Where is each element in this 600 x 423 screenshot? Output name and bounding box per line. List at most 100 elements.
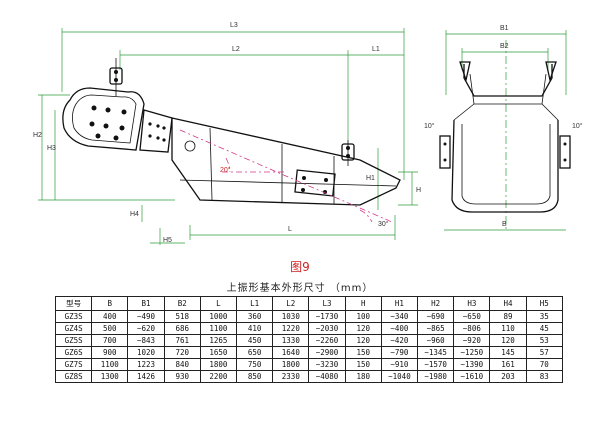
table-cell: ~1980 [417,370,455,383]
table-cell: 53 [525,334,564,347]
table-cell: 686 [163,322,201,335]
column-header: H1 [380,296,419,311]
table-cell: 1800 [272,358,310,371]
table-cell: 720 [163,346,201,359]
column-header: L2 [272,296,310,311]
label-angle-30: 30° [378,220,389,228]
label-angle-20: 20° [220,166,231,174]
table-cell: 70 [525,358,564,371]
column-header: 型号 [54,296,93,311]
column-header: L3 [308,296,346,311]
label-H4: H4 [130,211,139,218]
table-cell: 450 [236,334,274,347]
table-cell: GZ8S [54,370,93,383]
table-cell: 650 [236,346,274,359]
table-cell: ~420 [380,334,419,347]
table-cell: ~910 [380,358,419,371]
table-cell: 1223 [127,358,165,371]
column-header: H4 [489,296,527,311]
feeder-drawing: L3 L2 L1 H2 H3 H4 H5 L H1 H 20° 30° [33,22,583,245]
table-cell: 203 [489,370,527,383]
table-cell: 1265 [199,334,238,347]
table-cell: ~1250 [453,346,491,359]
table-cell: GZ5S [54,334,93,347]
figure-caption: 图9 [290,260,310,274]
table-cell: 500 [91,322,129,335]
table-cell: ~690 [417,310,455,323]
table-cell: 110 [489,322,527,335]
table-cell: 930 [163,370,201,383]
table-cell: 1800 [199,358,238,371]
table-cell: ~806 [453,322,491,335]
table-cell: 150 [344,346,382,359]
table-cell: ~620 [127,322,165,335]
table-cell: GZ3S [54,310,93,323]
table-cell: ~490 [127,310,165,323]
table-cell: 1100 [199,322,238,335]
table-cell: ~1610 [453,370,491,383]
label-L2: L2 [232,46,240,53]
table-cell: 1220 [272,322,310,335]
table-cell: 518 [163,310,201,323]
table-cell: 1426 [127,370,165,383]
table-cell: 761 [163,334,201,347]
table-cell: 900 [91,346,129,359]
table-cell: 83 [525,370,564,383]
table-cell: 180 [344,370,382,383]
column-header: B1 [127,296,165,311]
hanger-left [109,58,123,96]
table-cell: ~1390 [453,358,491,371]
table-cell: 1000 [199,310,238,323]
table-cell: ~865 [417,322,455,335]
table-cell: ~2900 [308,346,346,359]
table-cell: GZ4S [54,322,93,335]
column-header: L1 [236,296,274,311]
column-header: H3 [453,296,491,311]
table-cell: 89 [489,310,527,323]
end-view-labels: B1 B2 B 10° 10° [424,25,583,228]
table-cell: 840 [163,358,201,371]
column-header: B2 [163,296,201,311]
table-cell: ~340 [380,310,419,323]
label-angle-10-left: 10° [424,122,435,130]
column-header: B [91,296,129,311]
table-cell: ~3230 [308,358,346,371]
table-cell: 145 [489,346,527,359]
hanger-right [341,140,355,166]
table-title: 上振形基本外形尺寸 （mm） [226,283,374,294]
table-cell: 400 [91,310,129,323]
table-cell: ~400 [380,322,419,335]
label-L: L [288,226,292,233]
table-cell: 1330 [272,334,310,347]
table-cell: 1030 [272,310,310,323]
table-cell: ~2030 [308,322,346,335]
table-cell: ~1040 [380,370,419,383]
table-cell: 100 [344,310,382,323]
column-header: H5 [525,296,564,311]
table-cell: 2200 [199,370,238,383]
table-cell: ~2260 [308,334,346,347]
flange-bolts [148,122,166,142]
feeder-end-view [439,30,571,232]
label-H1: H1 [366,175,375,182]
label-B1: B1 [500,25,509,32]
label-L3: L3 [230,22,238,29]
label-B2: B2 [500,43,509,50]
table-cell: 35 [525,310,564,323]
table-cell: 2330 [272,370,310,383]
table-cell: ~960 [417,334,455,347]
table-cell: 150 [344,358,382,371]
feeder-side-view [62,58,401,223]
table-cell: 700 [91,334,129,347]
label-H3: H3 [47,145,56,152]
table-cell: ~920 [453,334,491,347]
column-header: L [199,296,238,311]
label-angle-10-right: 10° [572,122,583,130]
table-cell: 1650 [199,346,238,359]
